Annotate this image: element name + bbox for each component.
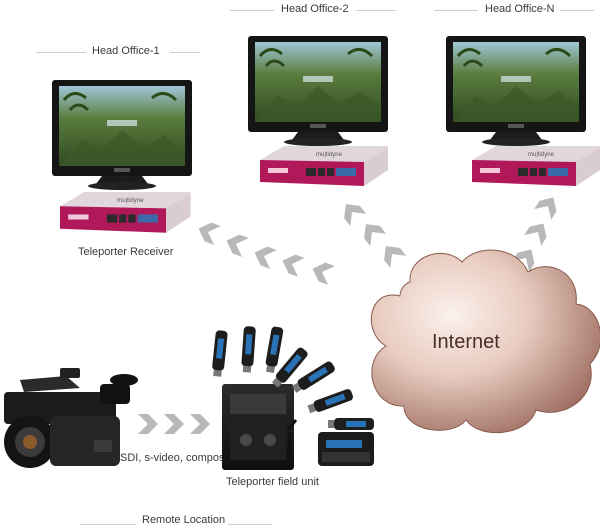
remote-location-label: Remote Location: [142, 514, 226, 526]
rule-remote-left: [80, 524, 136, 525]
teleporter-receiver-label: Teleporter Receiver: [78, 246, 174, 258]
internet-label: Internet: [432, 331, 500, 353]
rule-head-office-n-left: [434, 10, 478, 11]
head-office-2-label: Head Office-2: [281, 3, 349, 15]
rule-head-office-n-right: [560, 10, 594, 11]
receiver-head-office-2: [260, 146, 388, 186]
receiver-head-office-n: [472, 146, 600, 186]
rule-head-office-1-left: [36, 52, 86, 53]
arrows-to-head-office-2: [337, 197, 407, 269]
tv-head-office-n: [444, 34, 588, 148]
rule-head-office-2-right: [356, 10, 396, 11]
usb-modems: [211, 326, 374, 466]
internet-cloud: [370, 249, 600, 434]
arrows-to-head-office-1: [195, 219, 335, 285]
tv-head-office-2: [246, 34, 390, 148]
field-unit-device: [222, 384, 298, 470]
rule-head-office-1-right: [170, 52, 200, 53]
field-unit-label: Teleporter field unit: [226, 476, 319, 488]
sdi-caption: SDI, s-video, composite: [120, 452, 237, 464]
video-camera-icon: [4, 368, 138, 468]
arrows-camera-to-field-unit: [138, 414, 210, 434]
receiver-head-office-1: [60, 192, 191, 233]
rule-remote-right: [228, 524, 272, 525]
rule-head-office-2-left: [230, 10, 274, 11]
head-office-1-label: Head Office-1: [92, 45, 160, 57]
tv-head-office-1: [50, 78, 194, 192]
head-office-n-label: Head Office-N: [485, 3, 555, 15]
